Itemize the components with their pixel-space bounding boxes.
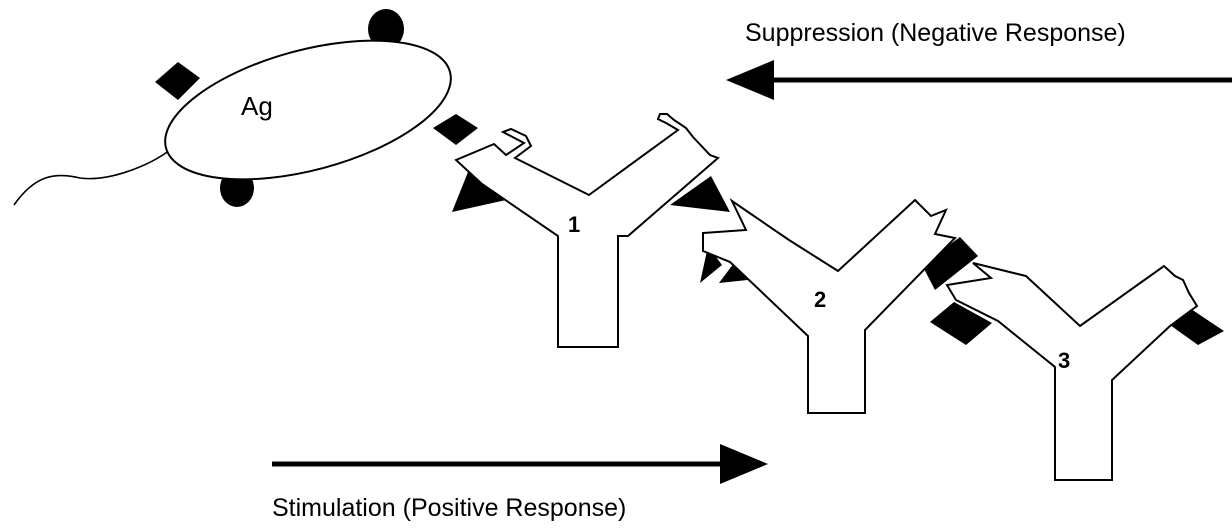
antibody-3: 3 (930, 262, 1224, 481)
antibody-3-marker-left (930, 302, 992, 345)
epitope-diamond-left (155, 62, 200, 100)
suppression-arrow (726, 60, 1232, 100)
antibody-2-marker-left (700, 246, 722, 283)
antigen-flagellum (13, 149, 171, 206)
stimulation-arrow (272, 444, 768, 484)
suppression-arrow-head (726, 60, 774, 100)
stimulation-arrow-head (720, 444, 768, 484)
antibody-1-marker-right (670, 176, 730, 212)
antigen: Ag (13, 9, 478, 207)
antigen-label: Ag (241, 91, 273, 121)
antibody-3-label: 3 (1058, 348, 1070, 373)
epitope-diamond-right (433, 114, 478, 145)
stimulation-label: Stimulation (Positive Response) (272, 494, 626, 522)
antibody-1-marker-left (452, 172, 506, 212)
antibody-1: 1 (452, 113, 730, 348)
antigen-body (164, 39, 452, 181)
antibody-3-body (945, 262, 1199, 481)
epitope-dome-top (368, 9, 404, 49)
antibody-2-body (702, 198, 958, 414)
suppression-label: Suppression (Negative Response) (745, 19, 1126, 47)
antibody-1-body (454, 113, 720, 348)
antibody-1-label: 1 (568, 212, 580, 237)
antibody-2-label: 2 (814, 287, 826, 312)
antibody-2: 2 (700, 198, 978, 414)
antibody-2-marker-right (922, 237, 978, 290)
